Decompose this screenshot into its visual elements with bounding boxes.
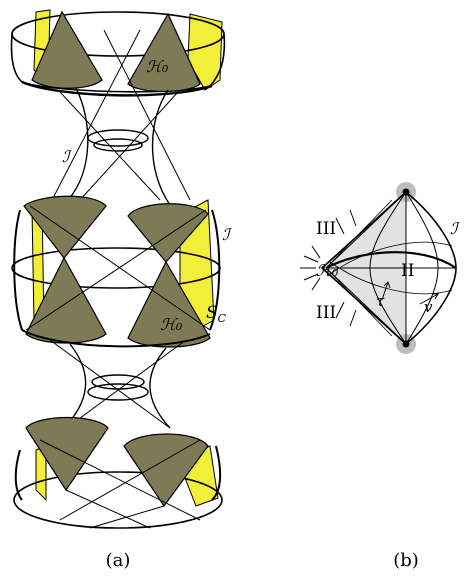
top-cone-right xyxy=(127,12,201,93)
bottom-cone-right xyxy=(123,433,209,508)
mid-equator-ellipse xyxy=(11,247,221,289)
point-bottom xyxy=(402,340,410,348)
middle-band xyxy=(11,195,221,348)
label-horizon-top: ℋ₀ xyxy=(146,57,169,76)
top-cone-left xyxy=(31,10,103,89)
mid-cone-upper-right xyxy=(127,203,209,263)
horizon-ticks xyxy=(300,209,357,327)
mid-band-outline-left xyxy=(13,209,23,331)
v-arrow xyxy=(419,293,439,305)
label-sc-main: S xyxy=(206,303,218,323)
diamond-left xyxy=(320,191,407,345)
mid-cone-lower-right xyxy=(127,260,211,348)
bottom-band-outline xyxy=(14,445,222,501)
bottom-band xyxy=(13,416,223,529)
top-bottom-edge xyxy=(21,80,213,97)
label-tau: τ xyxy=(376,292,385,310)
neck-upper xyxy=(51,29,191,206)
neck-upper-ellipse xyxy=(87,129,149,147)
bottom-rim-ellipse xyxy=(13,471,223,529)
label-scri-b: ℐ xyxy=(450,219,460,238)
label-horizon-mid: ℋ₀ xyxy=(160,315,183,334)
panel-a xyxy=(10,9,226,529)
top-band xyxy=(10,9,226,97)
tau-arrow xyxy=(381,281,389,301)
label-scri-neck: ℐ xyxy=(62,147,72,166)
label-region-iii-top: III xyxy=(316,219,336,239)
label-scri-side: ℐ xyxy=(222,225,232,244)
label-sc: SC xyxy=(206,303,227,325)
label-region-iii-bottom: III xyxy=(316,303,336,323)
top-yellow-right xyxy=(187,13,223,91)
caption-b: (b) xyxy=(393,550,419,571)
top-band-outline xyxy=(10,33,226,93)
mid-cone-upper-left xyxy=(23,195,107,259)
caption-a: (a) xyxy=(106,550,131,571)
label-sc-sub: C xyxy=(218,312,227,325)
bold-curve xyxy=(325,251,457,269)
neck-lower-ellipse xyxy=(91,374,145,390)
panel-b xyxy=(300,182,457,354)
label-horizon-b: ℋ₀ xyxy=(316,261,339,280)
label-region-ii: II xyxy=(401,261,414,281)
label-v: v xyxy=(424,298,433,316)
neck-lower xyxy=(49,339,187,431)
point-top xyxy=(402,188,410,196)
